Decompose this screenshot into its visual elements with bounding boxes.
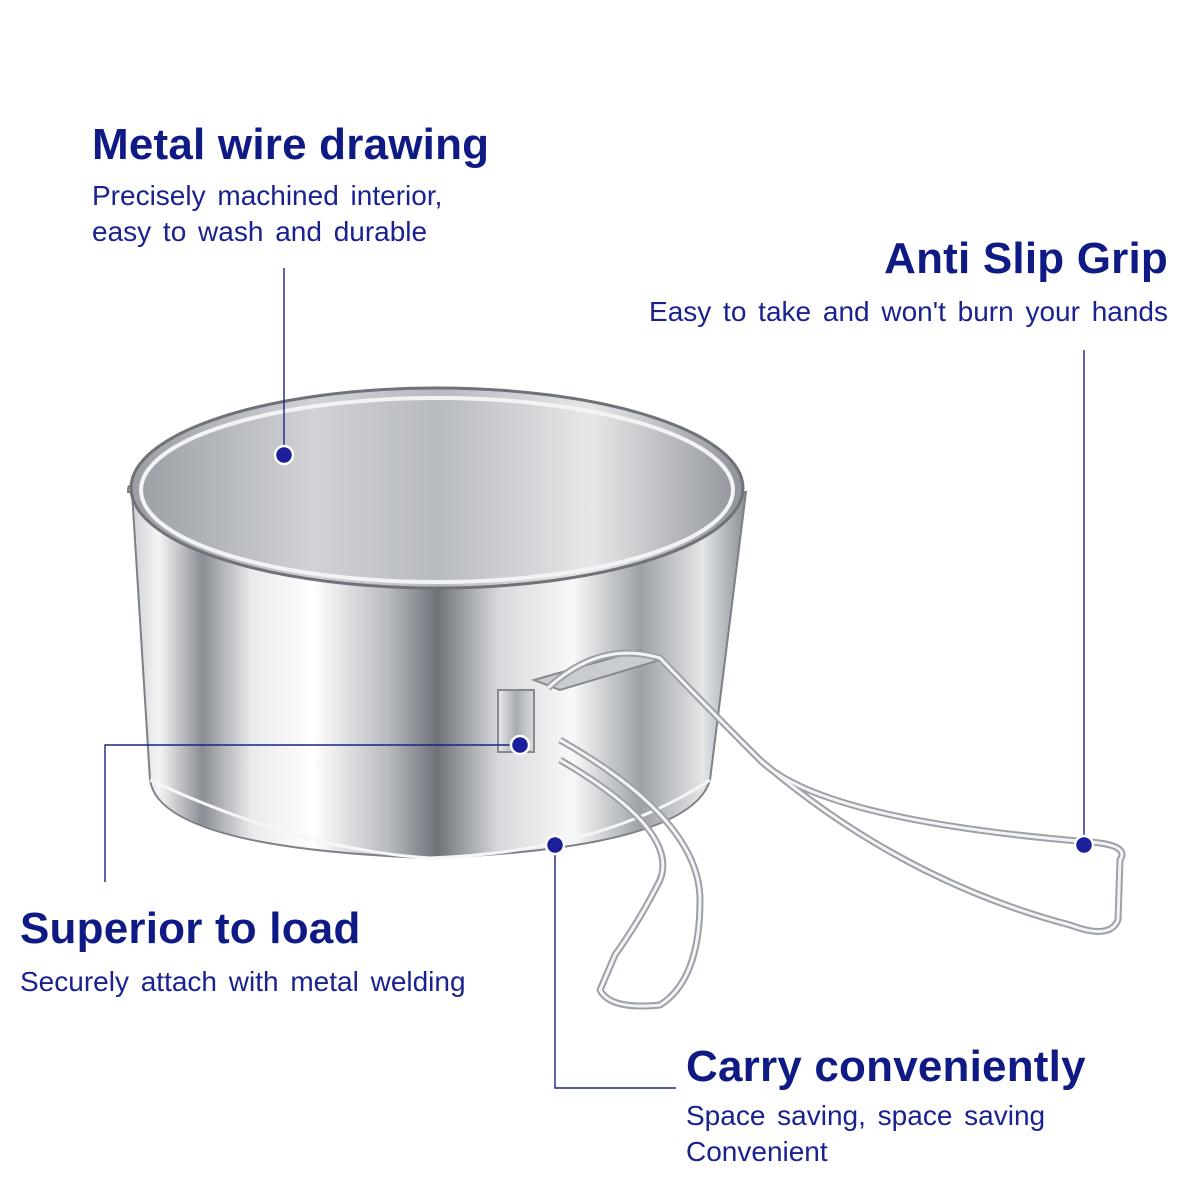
feature-metal-line2: easy to wash and durable (92, 216, 428, 247)
callout-line-carry (554, 845, 676, 1089)
callout-dot-load (509, 734, 531, 756)
callout-dot-grip (1073, 834, 1095, 856)
feature-carry-title: Carry conveniently (686, 1042, 1086, 1091)
feature-metal-line1: Precisely machined interior, (92, 180, 443, 211)
feature-carry-conveniently: Carry conveniently Space saving, space s… (686, 1042, 1086, 1170)
feature-metal-wire-drawing: Metal wire drawing Precisely machined in… (92, 120, 489, 250)
callout-dot-metal (273, 444, 295, 466)
feature-grip-line1: Easy to take and won't burn your hands (649, 296, 1168, 327)
feature-grip-title: Anti Slip Grip (884, 234, 1168, 283)
feature-carry-line1: Space saving, space saving (686, 1100, 1046, 1131)
bowl-interior (129, 386, 745, 590)
feature-superior-to-load: Superior to load Securely attach with me… (20, 904, 466, 1000)
feature-load-title: Superior to load (20, 904, 361, 953)
callout-dot-carry (544, 834, 566, 856)
feature-metal-title: Metal wire drawing (92, 120, 490, 169)
feature-carry-line2: Convenient (686, 1136, 828, 1167)
feature-load-line1: Securely attach with metal welding (20, 966, 466, 997)
feature-anti-slip-grip: Anti Slip Grip Easy to take and won't bu… (649, 234, 1168, 330)
callout-line-load (104, 744, 520, 882)
